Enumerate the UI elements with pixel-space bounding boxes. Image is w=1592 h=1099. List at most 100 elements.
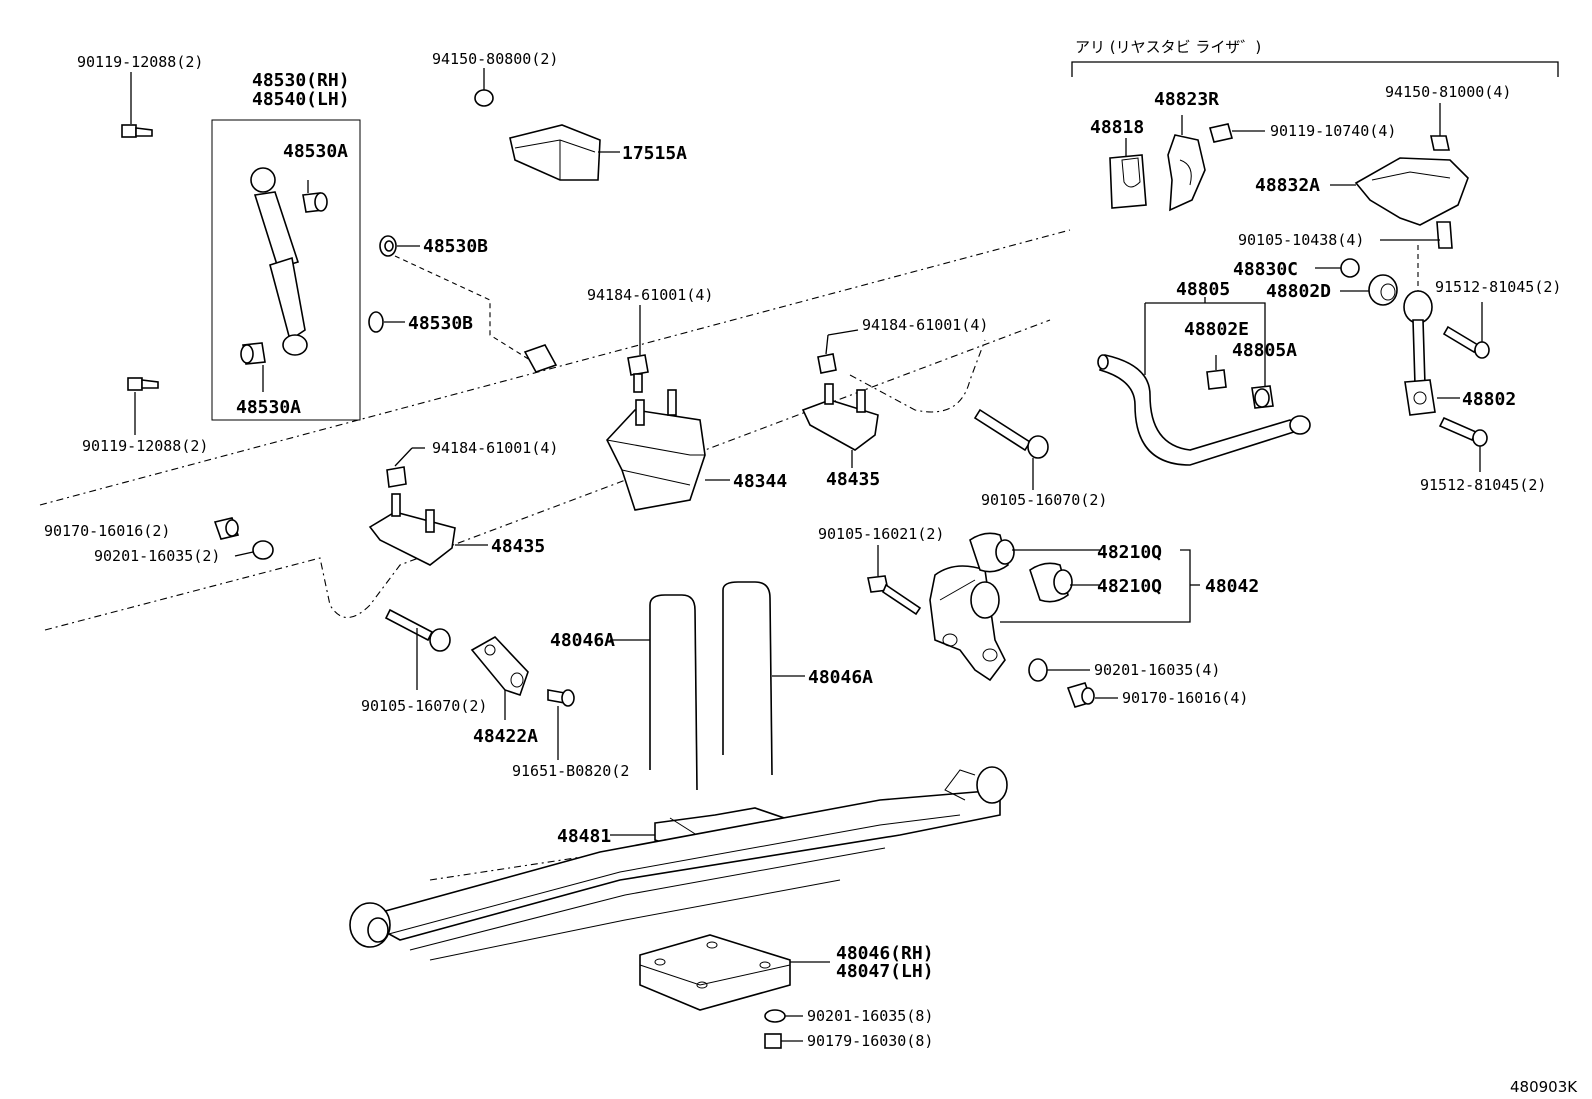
leaf-spring bbox=[349, 766, 1008, 961]
diagram-code: 480903K bbox=[1510, 1078, 1578, 1096]
nut-90170-16016-4[interactable] bbox=[1066, 682, 1118, 708]
label-48046-rh[interactable]: 48046(RH) bbox=[836, 943, 934, 964]
label-48530b-lower[interactable]: 48530B bbox=[408, 313, 473, 334]
washer-48530b-lower[interactable] bbox=[368, 311, 405, 333]
bolt-90105-16021[interactable] bbox=[867, 545, 922, 616]
bolt-90105-16070-left[interactable] bbox=[384, 608, 451, 690]
label-48046a-left[interactable]: 48046A bbox=[550, 630, 615, 651]
washer-90201-16035-4[interactable] bbox=[1028, 658, 1090, 682]
label-48435-right[interactable]: 48435 bbox=[826, 469, 880, 490]
label-91512-81045-bottom[interactable]: 91512-81045(2) bbox=[1420, 476, 1546, 494]
bolt-91512-81045-bottom[interactable] bbox=[1438, 416, 1488, 472]
label-91512-81045-top[interactable]: 91512-81045(2) bbox=[1435, 278, 1561, 296]
bushing-48802e[interactable] bbox=[1206, 355, 1227, 390]
label-90119-12088-top[interactable]: 90119-12088(2) bbox=[77, 53, 203, 71]
label-48802d[interactable]: 48802D bbox=[1266, 281, 1331, 302]
label-17515a[interactable]: 17515A bbox=[622, 143, 687, 164]
label-48530b-upper[interactable]: 48530B bbox=[423, 236, 488, 257]
u-bolt-48046a-left[interactable] bbox=[610, 594, 698, 791]
bolt-91512-81045-top[interactable] bbox=[1442, 302, 1490, 359]
label-48210q-2[interactable]: 48210Q bbox=[1097, 576, 1162, 597]
stud-nut-94184-c[interactable] bbox=[386, 447, 425, 488]
label-90105-16070-right[interactable]: 90105-16070(2) bbox=[981, 491, 1107, 509]
label-48530a-bottom[interactable]: 48530A bbox=[236, 397, 301, 418]
bolt-90105-10438[interactable] bbox=[1380, 221, 1453, 295]
bolt-90119-10740[interactable] bbox=[1208, 123, 1265, 143]
washer-48530b-upper[interactable] bbox=[379, 235, 558, 373]
bracket-17515a[interactable] bbox=[509, 124, 620, 181]
label-90179-16030-8[interactable]: 90179-16030(8) bbox=[807, 1032, 933, 1050]
label-91651-b0820[interactable]: 91651-B0820(2 bbox=[512, 762, 629, 780]
bolt-90119-12088-bottom[interactable] bbox=[127, 377, 159, 435]
bushing-48210q-1[interactable] bbox=[969, 532, 1100, 573]
label-94184-61001-a[interactable]: 94184-61001(4) bbox=[587, 286, 713, 304]
nut-90170-16016-left[interactable] bbox=[213, 517, 240, 540]
leader-48042 bbox=[1000, 549, 1191, 623]
label-48046a-right[interactable]: 48046A bbox=[808, 667, 873, 688]
label-90105-16021[interactable]: 90105-16021(2) bbox=[818, 525, 944, 543]
bushing-48802d[interactable] bbox=[1340, 274, 1398, 306]
stud-nut-94184-a[interactable] bbox=[627, 305, 649, 393]
bumper-48435-right[interactable] bbox=[801, 383, 879, 468]
bracket-48823r[interactable] bbox=[1167, 115, 1206, 212]
label-48540-lh[interactable]: 48540(LH) bbox=[252, 89, 350, 110]
label-94150-81000[interactable]: 94150-81000(4) bbox=[1385, 83, 1511, 101]
label-90170-16016-4[interactable]: 90170-16016(4) bbox=[1122, 689, 1248, 707]
label-48802[interactable]: 48802 bbox=[1462, 389, 1516, 410]
bumper-48344[interactable] bbox=[606, 389, 730, 511]
shock-absorber-group[interactable] bbox=[211, 119, 361, 421]
cap-48830c[interactable] bbox=[1315, 258, 1360, 278]
label-90201-16035-8[interactable]: 90201-16035(8) bbox=[807, 1007, 933, 1025]
bushing-48210q-2[interactable] bbox=[1029, 562, 1100, 603]
label-48042[interactable]: 48042 bbox=[1205, 576, 1259, 597]
label-48832a[interactable]: 48832A bbox=[1255, 175, 1320, 196]
label-48830c[interactable]: 48830C bbox=[1233, 259, 1298, 280]
label-94150-80800[interactable]: 94150-80800(2) bbox=[432, 50, 558, 68]
bracket-48832a[interactable] bbox=[1330, 157, 1469, 226]
bushing-48530a-top[interactable] bbox=[302, 192, 328, 213]
washer-90201-16035-8[interactable] bbox=[764, 1009, 803, 1023]
label-48823r[interactable]: 48823R bbox=[1154, 89, 1219, 110]
label-94184-61001-c[interactable]: 94184-61001(4) bbox=[432, 439, 558, 457]
label-48344[interactable]: 48344 bbox=[733, 471, 787, 492]
bumper-48435-left[interactable] bbox=[368, 493, 488, 566]
plate-48422a[interactable] bbox=[470, 635, 529, 720]
label-48818[interactable]: 48818 bbox=[1090, 117, 1144, 138]
label-48530-rh[interactable]: 48530(RH) bbox=[252, 70, 350, 91]
link-48802[interactable] bbox=[1403, 290, 1460, 416]
label-48805[interactable]: 48805 bbox=[1176, 279, 1230, 300]
shackle-48042[interactable] bbox=[929, 565, 1006, 682]
label-90201-16035-4[interactable]: 90201-16035(4) bbox=[1094, 661, 1220, 679]
label-90119-12088-bottom[interactable]: 90119-12088(2) bbox=[82, 437, 208, 455]
nut-94150-81000[interactable] bbox=[1430, 103, 1450, 151]
label-48481[interactable]: 48481 bbox=[557, 826, 611, 847]
option-header-bracket bbox=[1071, 61, 1559, 77]
bolt-91651-b0820[interactable] bbox=[547, 689, 575, 760]
nut-94150-80800[interactable] bbox=[474, 68, 494, 107]
bolt-90119-12088-top[interactable] bbox=[121, 72, 153, 138]
label-48805a[interactable]: 48805A bbox=[1232, 340, 1297, 361]
label-48435-left[interactable]: 48435 bbox=[491, 536, 545, 557]
stud-nut-94184-b[interactable] bbox=[817, 329, 859, 374]
label-48422a[interactable]: 48422A bbox=[473, 726, 538, 747]
label-90105-10438[interactable]: 90105-10438(4) bbox=[1238, 231, 1364, 249]
bushing-48530a-bottom[interactable] bbox=[240, 342, 266, 365]
bushing-48805a[interactable] bbox=[1251, 385, 1274, 409]
nut-90179-16030-8[interactable] bbox=[764, 1033, 803, 1049]
label-94184-61001-b[interactable]: 94184-61001(4) bbox=[862, 316, 988, 334]
label-90170-16016-left[interactable]: 90170-16016(2) bbox=[44, 522, 170, 540]
label-48210q-1[interactable]: 48210Q bbox=[1097, 542, 1162, 563]
label-48047-lh[interactable]: 48047(LH) bbox=[836, 961, 934, 982]
stabilizer-bar-48805[interactable] bbox=[1097, 297, 1311, 466]
label-48530a-top[interactable]: 48530A bbox=[283, 141, 348, 162]
label-90119-10740[interactable]: 90119-10740(4) bbox=[1270, 122, 1396, 140]
bracket-48818[interactable] bbox=[1109, 138, 1147, 209]
label-48802e[interactable]: 48802E bbox=[1184, 319, 1249, 340]
washer-90201-16035-left[interactable] bbox=[234, 540, 274, 560]
label-90105-16070-left[interactable]: 90105-16070(2) bbox=[361, 697, 487, 715]
label-90201-16035-left[interactable]: 90201-16035(2) bbox=[94, 547, 220, 565]
u-bolt-48046a-right[interactable] bbox=[722, 581, 805, 776]
spring-plate-48046[interactable] bbox=[639, 934, 830, 1011]
bolt-90105-16070-right[interactable] bbox=[973, 408, 1049, 490]
